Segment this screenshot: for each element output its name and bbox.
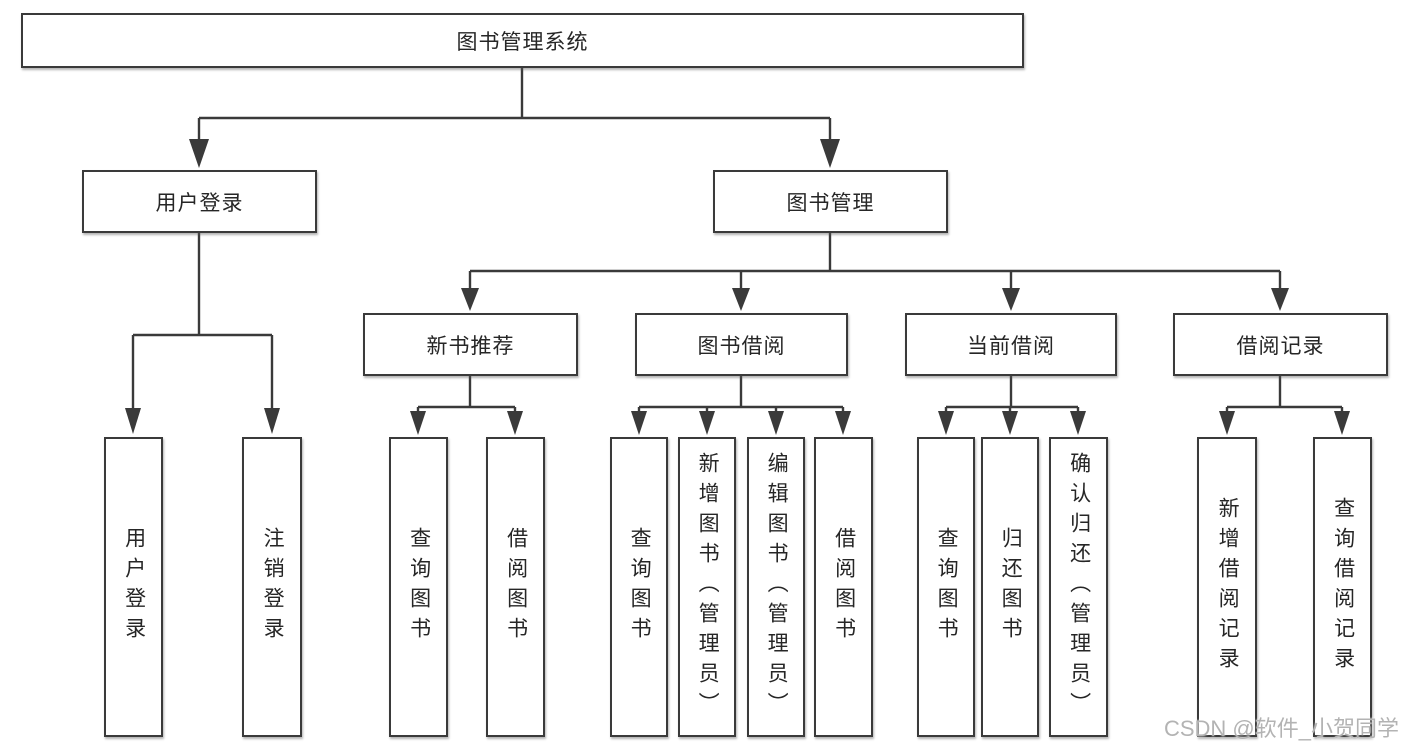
leaf-recommend-borrow-books: 借阅图书 (486, 437, 545, 737)
node-new-book-recommend: 新书推荐 (363, 313, 578, 376)
node-root: 图书管理系统 (21, 13, 1024, 68)
leaf-query-borrow-record-label: 查询借阅记录 (1331, 497, 1355, 677)
leaf-edit-books-admin: 编辑图书（管理员） (747, 437, 805, 737)
leaf-current-query-books: 查询图书 (917, 437, 975, 737)
node-user-login: 用户登录 (82, 170, 317, 233)
leaf-user-login: 用户登录 (104, 437, 163, 737)
leaf-add-books-admin: 新增图书（管理员） (678, 437, 736, 737)
leaf-borrow-query-books: 查询图书 (610, 437, 668, 737)
leaf-confirm-return-admin-label: 确认归还（管理员） (1067, 452, 1091, 722)
node-borrow-records: 借阅记录 (1173, 313, 1388, 376)
leaf-return-books-label: 归还图书 (999, 527, 1023, 647)
leaf-logout-label: 注销登录 (261, 527, 285, 647)
leaf-query-borrow-record: 查询借阅记录 (1313, 437, 1372, 737)
leaf-return-books: 归还图书 (981, 437, 1039, 737)
leaf-user-login-label: 用户登录 (122, 527, 146, 647)
leaf-recommend-query-books-label: 查询图书 (407, 527, 431, 647)
leaf-recommend-query-books: 查询图书 (389, 437, 448, 737)
leaf-add-books-admin-label: 新增图书（管理员） (696, 452, 720, 722)
leaf-add-borrow-record-label: 新增借阅记录 (1216, 497, 1240, 677)
node-book-management: 图书管理 (713, 170, 948, 233)
leaf-recommend-borrow-books-label: 借阅图书 (504, 527, 528, 647)
leaf-current-query-books-label: 查询图书 (935, 527, 959, 647)
leaf-borrow-books-label: 借阅图书 (832, 527, 856, 647)
leaf-confirm-return-admin: 确认归还（管理员） (1049, 437, 1108, 737)
leaf-borrow-query-books-label: 查询图书 (628, 527, 652, 647)
watermark: CSDN @软件_小贺同学 (1163, 716, 1399, 741)
leaf-borrow-books: 借阅图书 (814, 437, 873, 737)
leaf-edit-books-admin-label: 编辑图书（管理员） (765, 452, 789, 722)
leaf-add-borrow-record: 新增借阅记录 (1197, 437, 1257, 737)
leaf-logout: 注销登录 (242, 437, 302, 737)
node-book-borrow: 图书借阅 (635, 313, 848, 376)
node-current-borrow: 当前借阅 (905, 313, 1117, 376)
